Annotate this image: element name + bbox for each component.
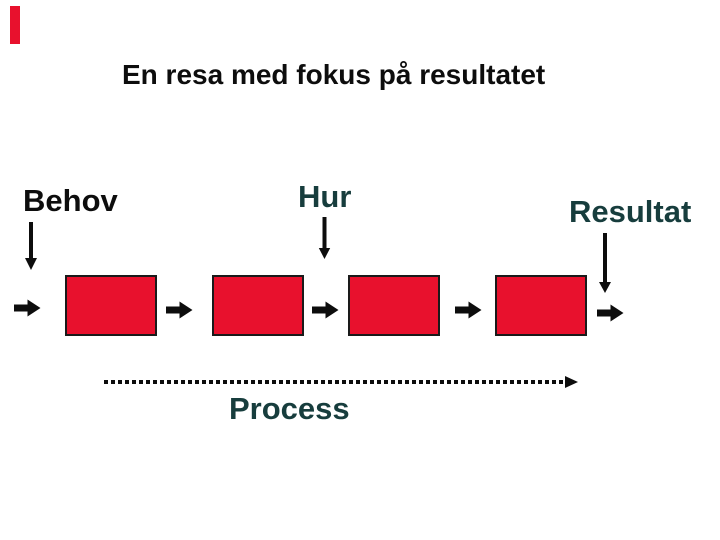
right-block-arrow-icon [14, 299, 41, 317]
label-behov: Behov [23, 183, 118, 218]
right-block-arrow-icon [312, 301, 339, 319]
slide-title: En resa med fokus på resultatet [122, 59, 546, 90]
process-step-box [348, 275, 440, 336]
resultat-down-arrow-icon [598, 233, 612, 298]
hur-down-arrow-icon [318, 217, 331, 264]
process-step-box [65, 275, 157, 336]
process-timeline-arrowhead-icon [565, 376, 578, 388]
label-process: Process [229, 391, 350, 426]
right-block-arrow-icon [166, 301, 193, 319]
behov-down-arrow-icon [24, 222, 38, 275]
accent-bar [10, 6, 20, 44]
process-step-box [495, 275, 587, 336]
label-resultat: Resultat [569, 194, 692, 229]
process-step-box [212, 275, 304, 336]
label-hur: Hur [298, 179, 352, 214]
right-block-arrow-icon [597, 304, 624, 322]
right-block-arrow-icon [455, 301, 482, 319]
process-timeline-dotted-line [104, 380, 565, 384]
